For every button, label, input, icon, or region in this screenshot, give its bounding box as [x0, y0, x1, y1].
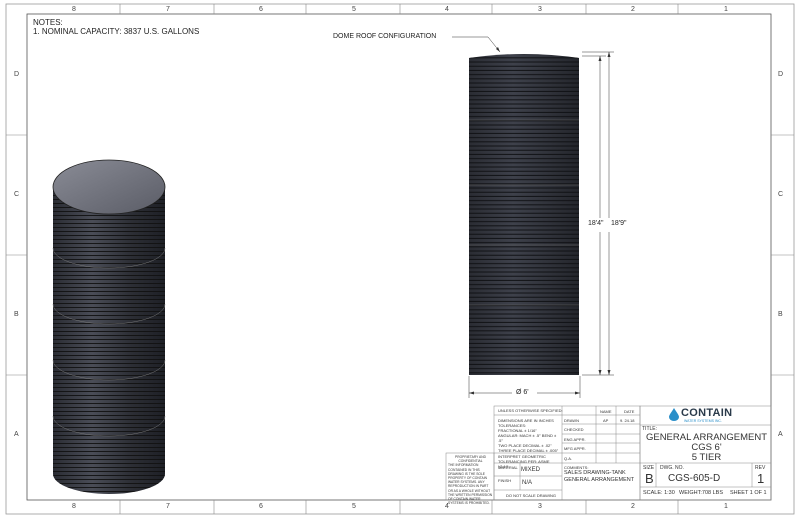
water-drop-icon — [669, 408, 679, 421]
approval-label-drawn: DRAWN — [564, 418, 579, 423]
tolerance-line: ANGULAR: MACH ± .5° BEND ± .5° — [498, 433, 557, 443]
interpret-tolerancing: INTERPRET GEOMETRIC TOLERANCING PER: ASM… — [498, 454, 550, 469]
size-value: B — [645, 471, 654, 486]
drawing-title-line-1: GENERAL ARRANGEMENT — [645, 432, 768, 443]
zone-bottom-7: 7 — [166, 503, 170, 510]
approval-date-drawn: 9. 24.18 — [620, 418, 635, 423]
material-label: MATERIAL — [498, 465, 518, 470]
notes-line-1: 1. NOMINAL CAPACITY: 3837 U.S. GALLONS — [33, 27, 200, 36]
approval-label-mfg: MFG APPR. — [564, 446, 586, 451]
comments-line-1: SALES DRAWING-TANK — [564, 470, 626, 476]
dwg-no-value: CGS-605-D — [668, 473, 721, 484]
drawing-title-line-3: 5 TIER — [691, 452, 722, 463]
finish-label: FINISH — [498, 478, 512, 483]
zone-top-8: 8 — [72, 6, 76, 13]
notes-title: NOTES: — [33, 18, 63, 27]
zone-left-a: A — [14, 431, 19, 438]
zone-top-3: 3 — [538, 6, 542, 13]
proprietary-heading: PROPRIETARY AND CONFIDENTIAL — [455, 455, 486, 464]
scale-text: SCALE: 1:30 — [643, 490, 675, 496]
zone-right-a: A — [778, 431, 783, 438]
proprietary-notice: PROPRIETARY AND CONFIDENTIAL THE INFORMA… — [448, 455, 493, 505]
dwg-no-label: DWG. NO. — [660, 465, 684, 471]
height-dimension-a: 18'4" — [588, 220, 604, 227]
zone-right-d: D — [778, 71, 784, 78]
size-label: SIZE — [643, 465, 655, 471]
weight-text: WEIGHT:708 LBS — [679, 490, 724, 496]
finish-value: N/A — [522, 480, 533, 486]
zone-right-b: B — [778, 311, 783, 318]
zone-top-4: 4 — [445, 6, 449, 13]
elevation-tank-view — [469, 54, 579, 375]
zone-top-2: 2 — [631, 6, 635, 13]
tolerance-heading: UNLESS OTHERWISE SPECIFIED: — [498, 408, 563, 413]
zone-top-7: 7 — [166, 6, 170, 13]
zone-top-1: 1 — [724, 6, 728, 13]
approvals-date-header: DATE — [624, 409, 635, 414]
zone-top-5: 5 — [352, 6, 356, 13]
company-sub: WATER SYSTEMS INC. — [684, 419, 722, 423]
tolerance-line: FRACTIONAL ± 1/16" — [498, 428, 537, 433]
sheet-text: SHEET 1 OF 1 — [730, 490, 767, 496]
zone-bottom-1: 1 — [724, 503, 728, 510]
do-not-scale-note: DO NOT SCALE DRAWING — [506, 493, 557, 498]
approval-name-drawn: AP — [603, 418, 609, 423]
tolerance-line: DIMENSIONS ARE IN INCHES — [498, 418, 554, 423]
diameter-dimension: Ø 6' — [516, 389, 529, 396]
material-value: MIXED — [521, 467, 541, 473]
company-logo-text: CONTAIN — [681, 407, 733, 419]
zone-bottom-5: 5 — [352, 503, 356, 510]
approvals-name-header: NAME — [600, 409, 612, 414]
zone-bottom-6: 6 — [259, 503, 263, 510]
isometric-tank-view — [52, 159, 166, 494]
height-dimension-b: 18'9" — [611, 220, 627, 227]
tolerance-line: TWO PLACE DECIMAL ± .02" — [498, 443, 552, 448]
zone-top-6: 6 — [259, 6, 263, 13]
tolerance-line: TOLERANCES: — [498, 423, 527, 428]
zone-bottom-8: 8 — [72, 503, 76, 510]
comments-label: COMMENTS: — [564, 465, 589, 470]
zone-left-b: B — [14, 311, 19, 318]
approval-label-qa: Q.A. — [564, 456, 573, 461]
title-label: TITLE: — [642, 426, 658, 432]
zone-right-c: C — [778, 191, 784, 198]
comments-line-2: GENERAL ARRANGEMENT — [564, 477, 635, 483]
rev-label: REV — [755, 465, 766, 471]
approval-label-eng: ENG APPR. — [564, 437, 586, 442]
notes-block: NOTES: 1. NOMINAL CAPACITY: 3837 U.S. GA… — [33, 18, 199, 36]
zone-left-d: D — [14, 71, 20, 78]
rev-value: 1 — [757, 471, 765, 486]
proprietary-body: THE INFORMATION CONTAINED IN THIS DRAWIN… — [448, 463, 493, 506]
approval-label-checked: CHECKED — [564, 427, 584, 432]
tolerance-line: THREE PLACE DECIMAL ± .005" — [498, 448, 559, 453]
zone-bottom-2: 2 — [631, 503, 635, 510]
drawing-title-line-2: CGS 6' — [691, 442, 722, 453]
zone-bottom-4: 4 — [445, 503, 449, 510]
tolerance-lines: DIMENSIONS ARE IN INCHES TOLERANCES: FRA… — [498, 418, 560, 453]
zone-bottom-3: 3 — [538, 503, 542, 510]
zone-left-c: C — [14, 191, 20, 198]
dome-roof-callout: DOME ROOF CONFIGURATION — [333, 33, 437, 40]
